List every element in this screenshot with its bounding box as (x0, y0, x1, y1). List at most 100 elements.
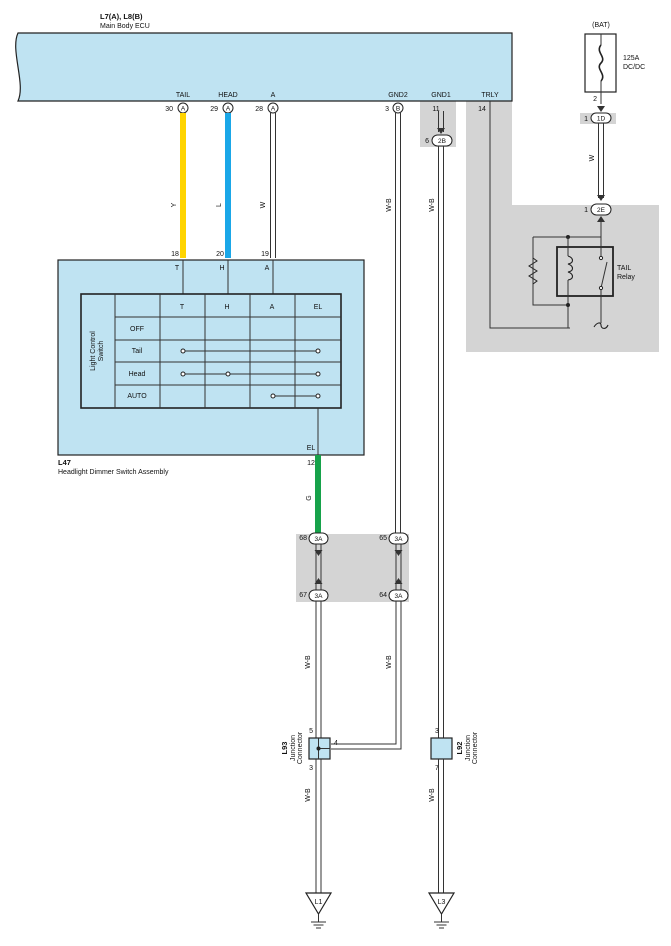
svg-text:B: B (396, 106, 400, 113)
svg-text:A: A (226, 106, 231, 113)
switch-pin-num-a: 19 (261, 251, 269, 258)
wire-gnd1-top (437, 111, 445, 134)
wire-l1-upper-color: W-B (305, 655, 312, 669)
switch-assembly-ref: L47 (58, 458, 71, 467)
relay-junction-dot-2 (566, 303, 570, 307)
l92-pin-bottom: 7 (435, 765, 439, 772)
l92-ref: L92 (455, 742, 464, 755)
wire-bat (597, 123, 605, 201)
j3a-link-left (314, 544, 323, 590)
svg-text:3A: 3A (395, 536, 404, 543)
wire-trly (489, 101, 570, 329)
ecu-pin-label-head: HEAD (218, 92, 237, 99)
svg-text:A: A (181, 106, 186, 113)
switch-term-el: EL (307, 445, 316, 452)
bat-label: (BAT) (592, 22, 610, 29)
bat-pin: 2 (593, 96, 597, 103)
svg-text:L3: L3 (438, 899, 446, 906)
relay-conn-2e-pin: 1 (584, 207, 588, 214)
ecu-pin-num-gnd2: 3 (385, 106, 389, 113)
switch-pin-num-el: 12 (307, 460, 315, 467)
ecu-pin-label-gnd1: GND1 (431, 92, 451, 99)
l92-box (430, 737, 453, 760)
wire-gnd1-color: W-B (429, 198, 436, 212)
l92-line2: Connector (472, 731, 479, 764)
wire-head-color: L (216, 203, 223, 207)
j3a-pin-68: 68 (299, 535, 307, 542)
ecu-pin-num-tail: 30 (165, 106, 173, 113)
l92-pin-top: 3 (435, 728, 439, 735)
gnd1-conn-pin: 6 (425, 138, 429, 145)
wire-a-color: W (260, 201, 267, 208)
wire-l1-lower (315, 759, 322, 893)
ecu-pin-num-gnd1: 11 (432, 106, 439, 113)
svg-text:3A: 3A (315, 536, 324, 543)
l93-line2: Connector (297, 731, 304, 764)
svg-text:3A: 3A (395, 593, 404, 600)
wire-gnd2-lower (331, 601, 402, 750)
l93-pin-side: 4 (334, 740, 338, 747)
wire-l3-lower-color: W-B (429, 788, 436, 802)
table-col-t: T (180, 304, 185, 311)
switch-term-h: H (219, 265, 224, 272)
wire-gnd2 (395, 113, 401, 533)
table-row-off: OFF (130, 326, 144, 333)
ecu-pin-label-a: A (271, 92, 276, 99)
relay-contact-dot-1 (598, 255, 604, 261)
relay-shade (466, 101, 659, 352)
svg-text:2E: 2E (597, 207, 606, 214)
fuse-icon (598, 44, 604, 82)
relay-contact-dot-2 (598, 285, 604, 291)
ecu-connector-tail: A (177, 102, 189, 114)
switch-pin-num-h: 20 (216, 251, 224, 258)
j3a-connector-64: 3A (388, 589, 409, 602)
wire-a (270, 113, 276, 258)
svg-text:3A: 3A (315, 593, 324, 600)
switch-pin-num-t: 18 (171, 251, 179, 258)
l93-pin-top: 5 (309, 728, 313, 735)
ecu-connector-head: A (222, 102, 234, 114)
ecu-pin-num-head: 29 (210, 106, 218, 113)
switch-term-t: T (175, 265, 180, 272)
wire-tail-color: Y (171, 202, 178, 207)
relay-label-2: Relay (617, 274, 635, 281)
wire-l3-lower (438, 759, 444, 893)
relay-load-icon (593, 322, 609, 329)
table-side-label-2: Switch (98, 341, 105, 362)
wire-gnd1 (438, 146, 444, 738)
ecu-pin-num-a: 28 (255, 106, 263, 113)
ecu-pin-label-trly: TRLY (481, 92, 499, 99)
relay-label-1: TAIL (617, 265, 631, 272)
l93-ref: L93 (280, 742, 289, 755)
ecu-ref: L7(A), L8(B) (100, 12, 143, 21)
wire-el-color: G (306, 495, 313, 500)
relay-contact-arm (600, 261, 608, 289)
table-row-auto: AUTO (127, 393, 147, 400)
svg-text:A: A (271, 106, 276, 113)
arrow-2e-bottom (597, 216, 605, 222)
ecu-connector-gnd2: B (392, 102, 404, 114)
l93-pin-bottom: 3 (309, 765, 313, 772)
ecu-box (15, 32, 513, 102)
table-col-a: A (270, 304, 275, 311)
bat-connector-1d: 1D (590, 112, 612, 124)
svg-text:L1: L1 (315, 899, 323, 906)
switch-assembly-name: Headlight Dimmer Switch Assembly (58, 469, 169, 476)
table-col-el: EL (314, 304, 323, 311)
relay-resistor-icon (528, 257, 538, 285)
svg-text:2B: 2B (438, 138, 446, 145)
j3a-connector-68: 3A (308, 532, 329, 545)
ecu-pin-num-trly: 14 (478, 106, 486, 113)
j3a-pin-67: 67 (299, 592, 307, 599)
ground-l1: L1 (304, 892, 333, 929)
ecu-name: Main Body ECU (100, 23, 150, 30)
l93-junction-dot (316, 746, 321, 751)
table-head-connection (180, 371, 321, 377)
relay-coil-icon (567, 255, 574, 281)
relay-connector-2e: 2E (590, 203, 612, 216)
ecu-pin-label-tail: TAIL (176, 92, 190, 99)
table-side-label-1: Light Control (90, 331, 97, 371)
l93-line1: Junction (290, 735, 297, 761)
arrow-1d-top (597, 106, 605, 112)
